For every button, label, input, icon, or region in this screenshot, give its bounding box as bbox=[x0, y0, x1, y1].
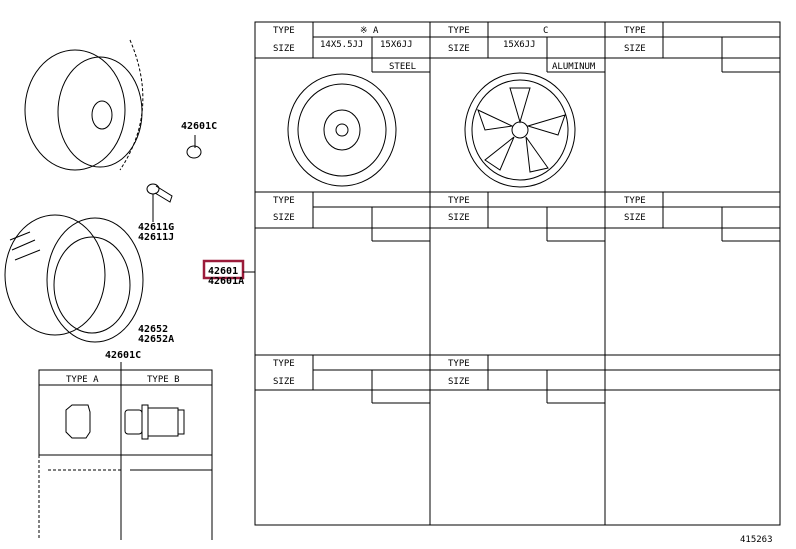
part-number-valve-j[interactable]: 42611J bbox=[138, 232, 174, 243]
highlight-box bbox=[202, 259, 245, 280]
size-value-14x5.5jj: 14X5.5JJ bbox=[320, 40, 363, 50]
nut-type-a-label: TYPE A bbox=[66, 375, 99, 385]
size-value-15x6jj: 15X6JJ bbox=[503, 40, 536, 50]
size-label: SIZE bbox=[624, 44, 646, 54]
valve-illustration bbox=[146, 183, 173, 222]
type-label: TYPE bbox=[448, 196, 470, 206]
type-label: TYPE bbox=[624, 196, 646, 206]
size-label: SIZE bbox=[273, 213, 295, 223]
wheel-table bbox=[254, 21, 781, 526]
size-label: SIZE bbox=[448, 377, 470, 387]
material-steel: STEEL bbox=[389, 62, 416, 72]
type-label: TYPE bbox=[273, 26, 295, 36]
part-number-wheel[interactable]: 42601 bbox=[208, 266, 238, 277]
size-label: SIZE bbox=[273, 44, 295, 54]
nut-table bbox=[38, 369, 213, 540]
type-label: TYPE bbox=[273, 196, 295, 206]
size-label: SIZE bbox=[448, 44, 470, 54]
size-value-15x6jj: 15X6JJ bbox=[380, 40, 413, 50]
part-number-tire[interactable]: 42652 bbox=[138, 324, 168, 335]
size-label: SIZE bbox=[448, 213, 470, 223]
tire-illustration bbox=[4, 214, 144, 343]
type-label: TYPE bbox=[448, 26, 470, 36]
steel-wheel-illustration bbox=[287, 73, 397, 187]
part-number-cap[interactable]: 42601C bbox=[181, 121, 217, 132]
aluminum-wheel-illustration bbox=[464, 72, 576, 188]
part-number-valve-g[interactable]: 42611G bbox=[138, 222, 174, 233]
size-label: SIZE bbox=[624, 213, 646, 223]
spare-wheel-illustration bbox=[24, 39, 144, 171]
type-label: TYPE bbox=[448, 359, 470, 369]
size-label: SIZE bbox=[273, 377, 295, 387]
part-number-nut[interactable]: 42601C bbox=[105, 350, 141, 361]
type-label: TYPE bbox=[624, 26, 646, 36]
material-aluminum: ALUMINUM bbox=[552, 62, 596, 72]
part-number-tire-a[interactable]: 42652A bbox=[138, 334, 174, 345]
part-number-wheel-a[interactable]: 42601A bbox=[208, 276, 244, 287]
type-value-a: ※ A bbox=[360, 26, 379, 36]
nut-type-b-label: TYPE B bbox=[147, 375, 180, 385]
type-value-c: C bbox=[543, 26, 548, 36]
type-label: TYPE bbox=[273, 359, 295, 369]
diagram-id: 415263 bbox=[740, 535, 773, 545]
cap-illustration bbox=[186, 135, 202, 159]
